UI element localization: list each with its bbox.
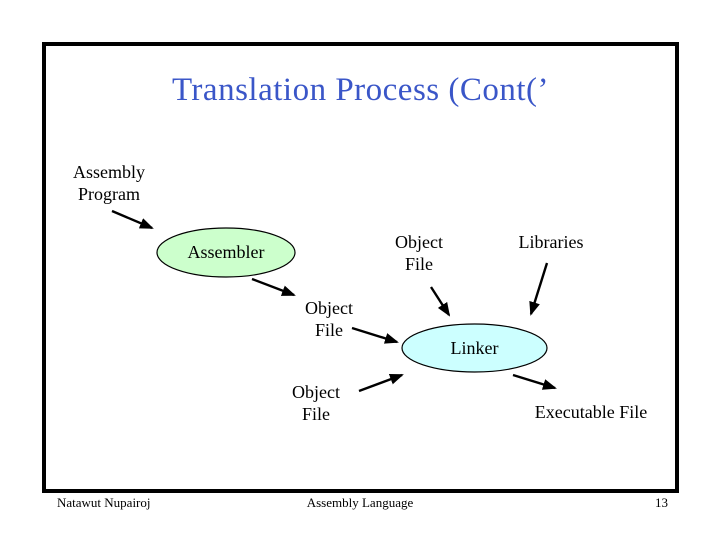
arrow-assembly-program-to-assembler: [111, 209, 154, 230]
label-object-file-middle: Object File: [305, 298, 353, 340]
label-object-file-bottom: Object File: [292, 382, 340, 424]
assembler-node-shape: [156, 227, 296, 278]
footer-author: Natawut Nupairoj: [57, 495, 151, 510]
arrow-object-file-middle-to-linker: [351, 326, 399, 344]
linker-node-shape: [401, 323, 548, 373]
label-object-file-top: Object File: [395, 232, 443, 274]
arrow-object-file-top-to-linker: [429, 286, 451, 317]
arrow-object-file-bottom-to-linker: [358, 373, 404, 393]
footer-page-number: 13: [655, 495, 668, 510]
assembler-node-label: Assembler: [187, 242, 265, 262]
slide-border: [42, 42, 679, 493]
linker-node-label: Linker: [450, 337, 499, 358]
arrow-linker-to-executable-file: [512, 373, 557, 390]
footer-course-title: Assembly Language: [306, 495, 414, 510]
arrow-assembler-to-object-file: [251, 277, 296, 297]
arrow-libraries-to-linker: [529, 262, 549, 316]
label-libraries: Libraries: [518, 232, 584, 252]
label-executable-file: Executable File: [534, 402, 648, 422]
label-assembly-program: Assembly Program: [73, 162, 145, 204]
slide-title: Translation Process (Cont(’: [171, 72, 550, 108]
